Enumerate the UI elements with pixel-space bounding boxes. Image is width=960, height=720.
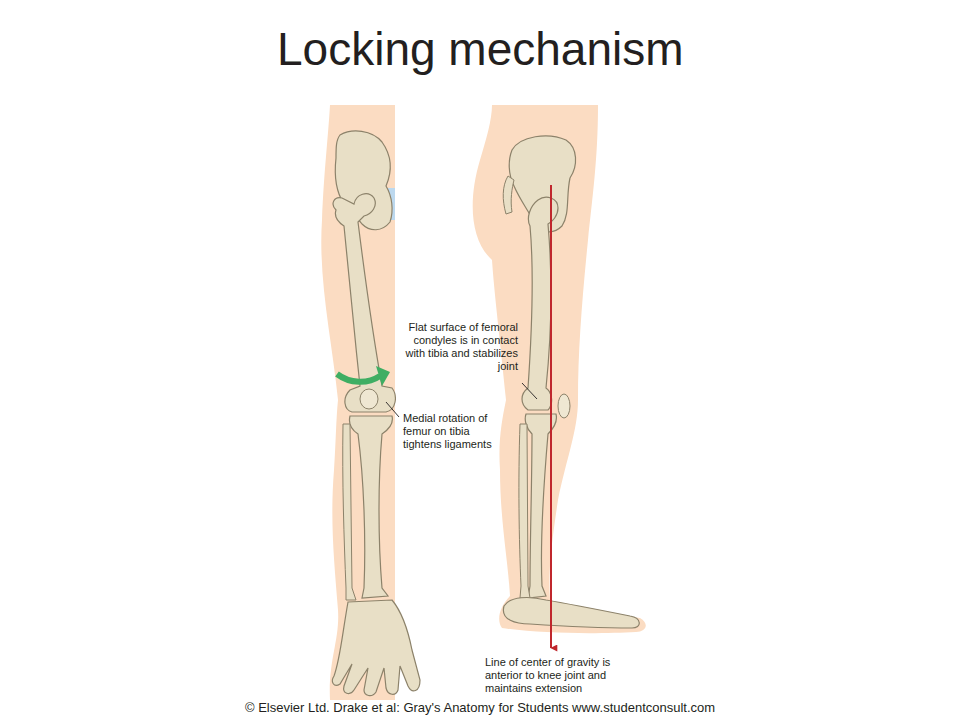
- gravity-line: [550, 185, 552, 648]
- annotation-text: Medial rotation of femur on tibia tighte…: [403, 412, 503, 451]
- coccyx: [503, 176, 514, 214]
- lateral-leg: [473, 105, 646, 648]
- leader-line: [386, 402, 399, 417]
- femur-bone: [522, 197, 558, 410]
- annotation-text: Flat surface of femoral condyles is in c…: [400, 321, 518, 373]
- annotation-text: Line of center of gravity is anterior to…: [485, 656, 633, 695]
- femur-bone: [333, 194, 395, 412]
- leader-line: [522, 383, 537, 399]
- anterior-leg: [321, 105, 420, 700]
- foot-bones: [503, 598, 639, 628]
- rotation-arrowhead: [376, 366, 390, 386]
- patella: [360, 389, 378, 409]
- fibula-bone: [519, 424, 530, 598]
- patella: [558, 394, 570, 418]
- tibia-bone: [349, 416, 392, 598]
- copyright-note: © Elsevier Ltd. Drake et al: Gray's Anat…: [245, 700, 715, 716]
- slide-title: Locking mechanism: [277, 22, 684, 76]
- fibula-bone: [343, 424, 356, 600]
- foot-bones: [332, 600, 420, 696]
- rotation-arrow: [337, 374, 380, 382]
